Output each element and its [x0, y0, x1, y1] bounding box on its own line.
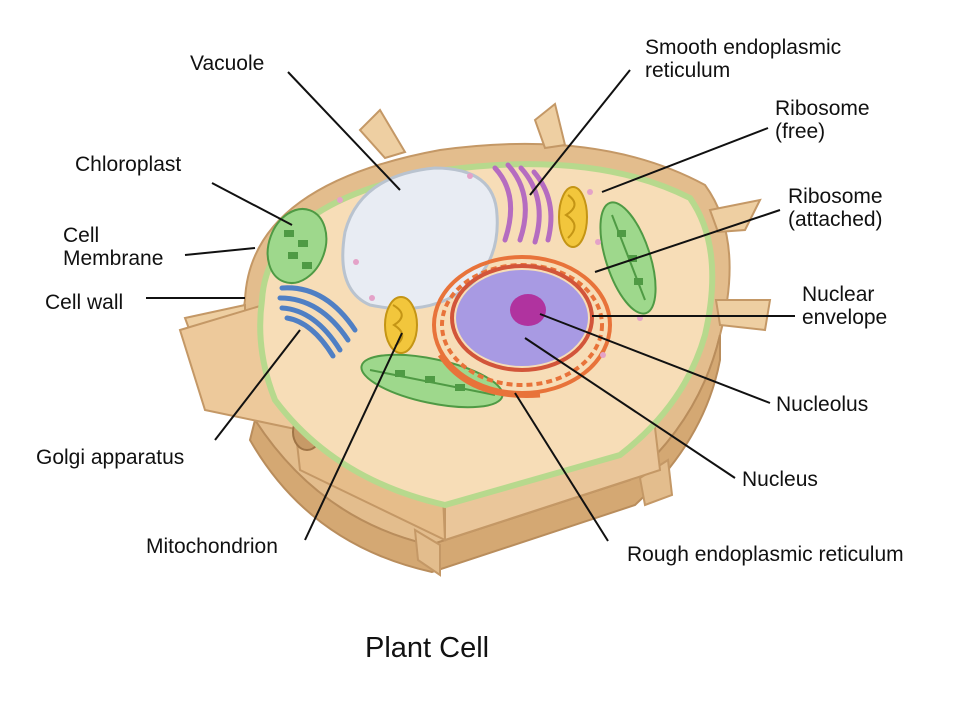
smooth-er	[492, 162, 554, 245]
label-nuclear-envelope-line2: envelope	[802, 306, 888, 329]
label-vacuole: Vacuole	[190, 52, 265, 75]
diagram-caption: Plant Cell	[365, 632, 490, 664]
leader-nucleolus	[539, 313, 771, 404]
label-mitochondrion: Mitochondrion	[146, 535, 278, 558]
vacuole	[341, 166, 499, 311]
label-nucleus: Nucleus	[742, 468, 818, 491]
nucleolus	[510, 294, 546, 326]
label-cell-wall: Cell wall	[45, 291, 124, 314]
chloroplast-bottom	[360, 353, 504, 409]
chloroplast-right	[599, 201, 657, 315]
label-rough-er: Rough endoplasmic reticulum	[627, 543, 904, 566]
mitochondrion-middle	[384, 296, 418, 354]
golgi-apparatus	[277, 285, 358, 359]
label-chloroplast: Chloroplast	[75, 153, 182, 176]
label-golgi-apparatus: Golgi apparatus	[36, 446, 185, 469]
label-ribosome-attached-line1: Ribosome	[788, 185, 883, 208]
leader-mitochondrion	[304, 332, 403, 541]
leader-nucleus	[524, 337, 736, 479]
leader-rough-er	[514, 392, 609, 542]
mitochondrion-top	[558, 186, 588, 248]
label-nuclear-envelope-line1: Nuclear	[802, 283, 875, 306]
label-smooth-er-line2: reticulum	[645, 59, 731, 82]
label-ribosome-free-line2: (free)	[775, 120, 826, 143]
leader-golgi	[214, 329, 301, 441]
leader-ribosome-free	[601, 127, 769, 193]
label-ribosome-attached-line2: (attached)	[788, 208, 883, 231]
leader-vacuole	[287, 71, 401, 191]
leader-smooth-er	[529, 69, 631, 196]
leader-cell-membrane	[184, 247, 256, 256]
leader-ribosome-attached	[594, 209, 781, 273]
nuclear-envelope	[450, 264, 594, 372]
chloroplast-left	[266, 208, 328, 284]
label-nucleolus: Nucleolus	[776, 393, 869, 416]
label-smooth-er-line1: Smooth endoplasmic	[645, 36, 842, 59]
label-cell-membrane-line1: Cell	[63, 224, 100, 247]
label-cell-membrane-line2: Membrane	[63, 247, 164, 270]
leader-chloroplast	[211, 182, 293, 226]
leader-lines	[146, 69, 795, 542]
label-ribosome-free-line1: Ribosome	[775, 97, 870, 120]
